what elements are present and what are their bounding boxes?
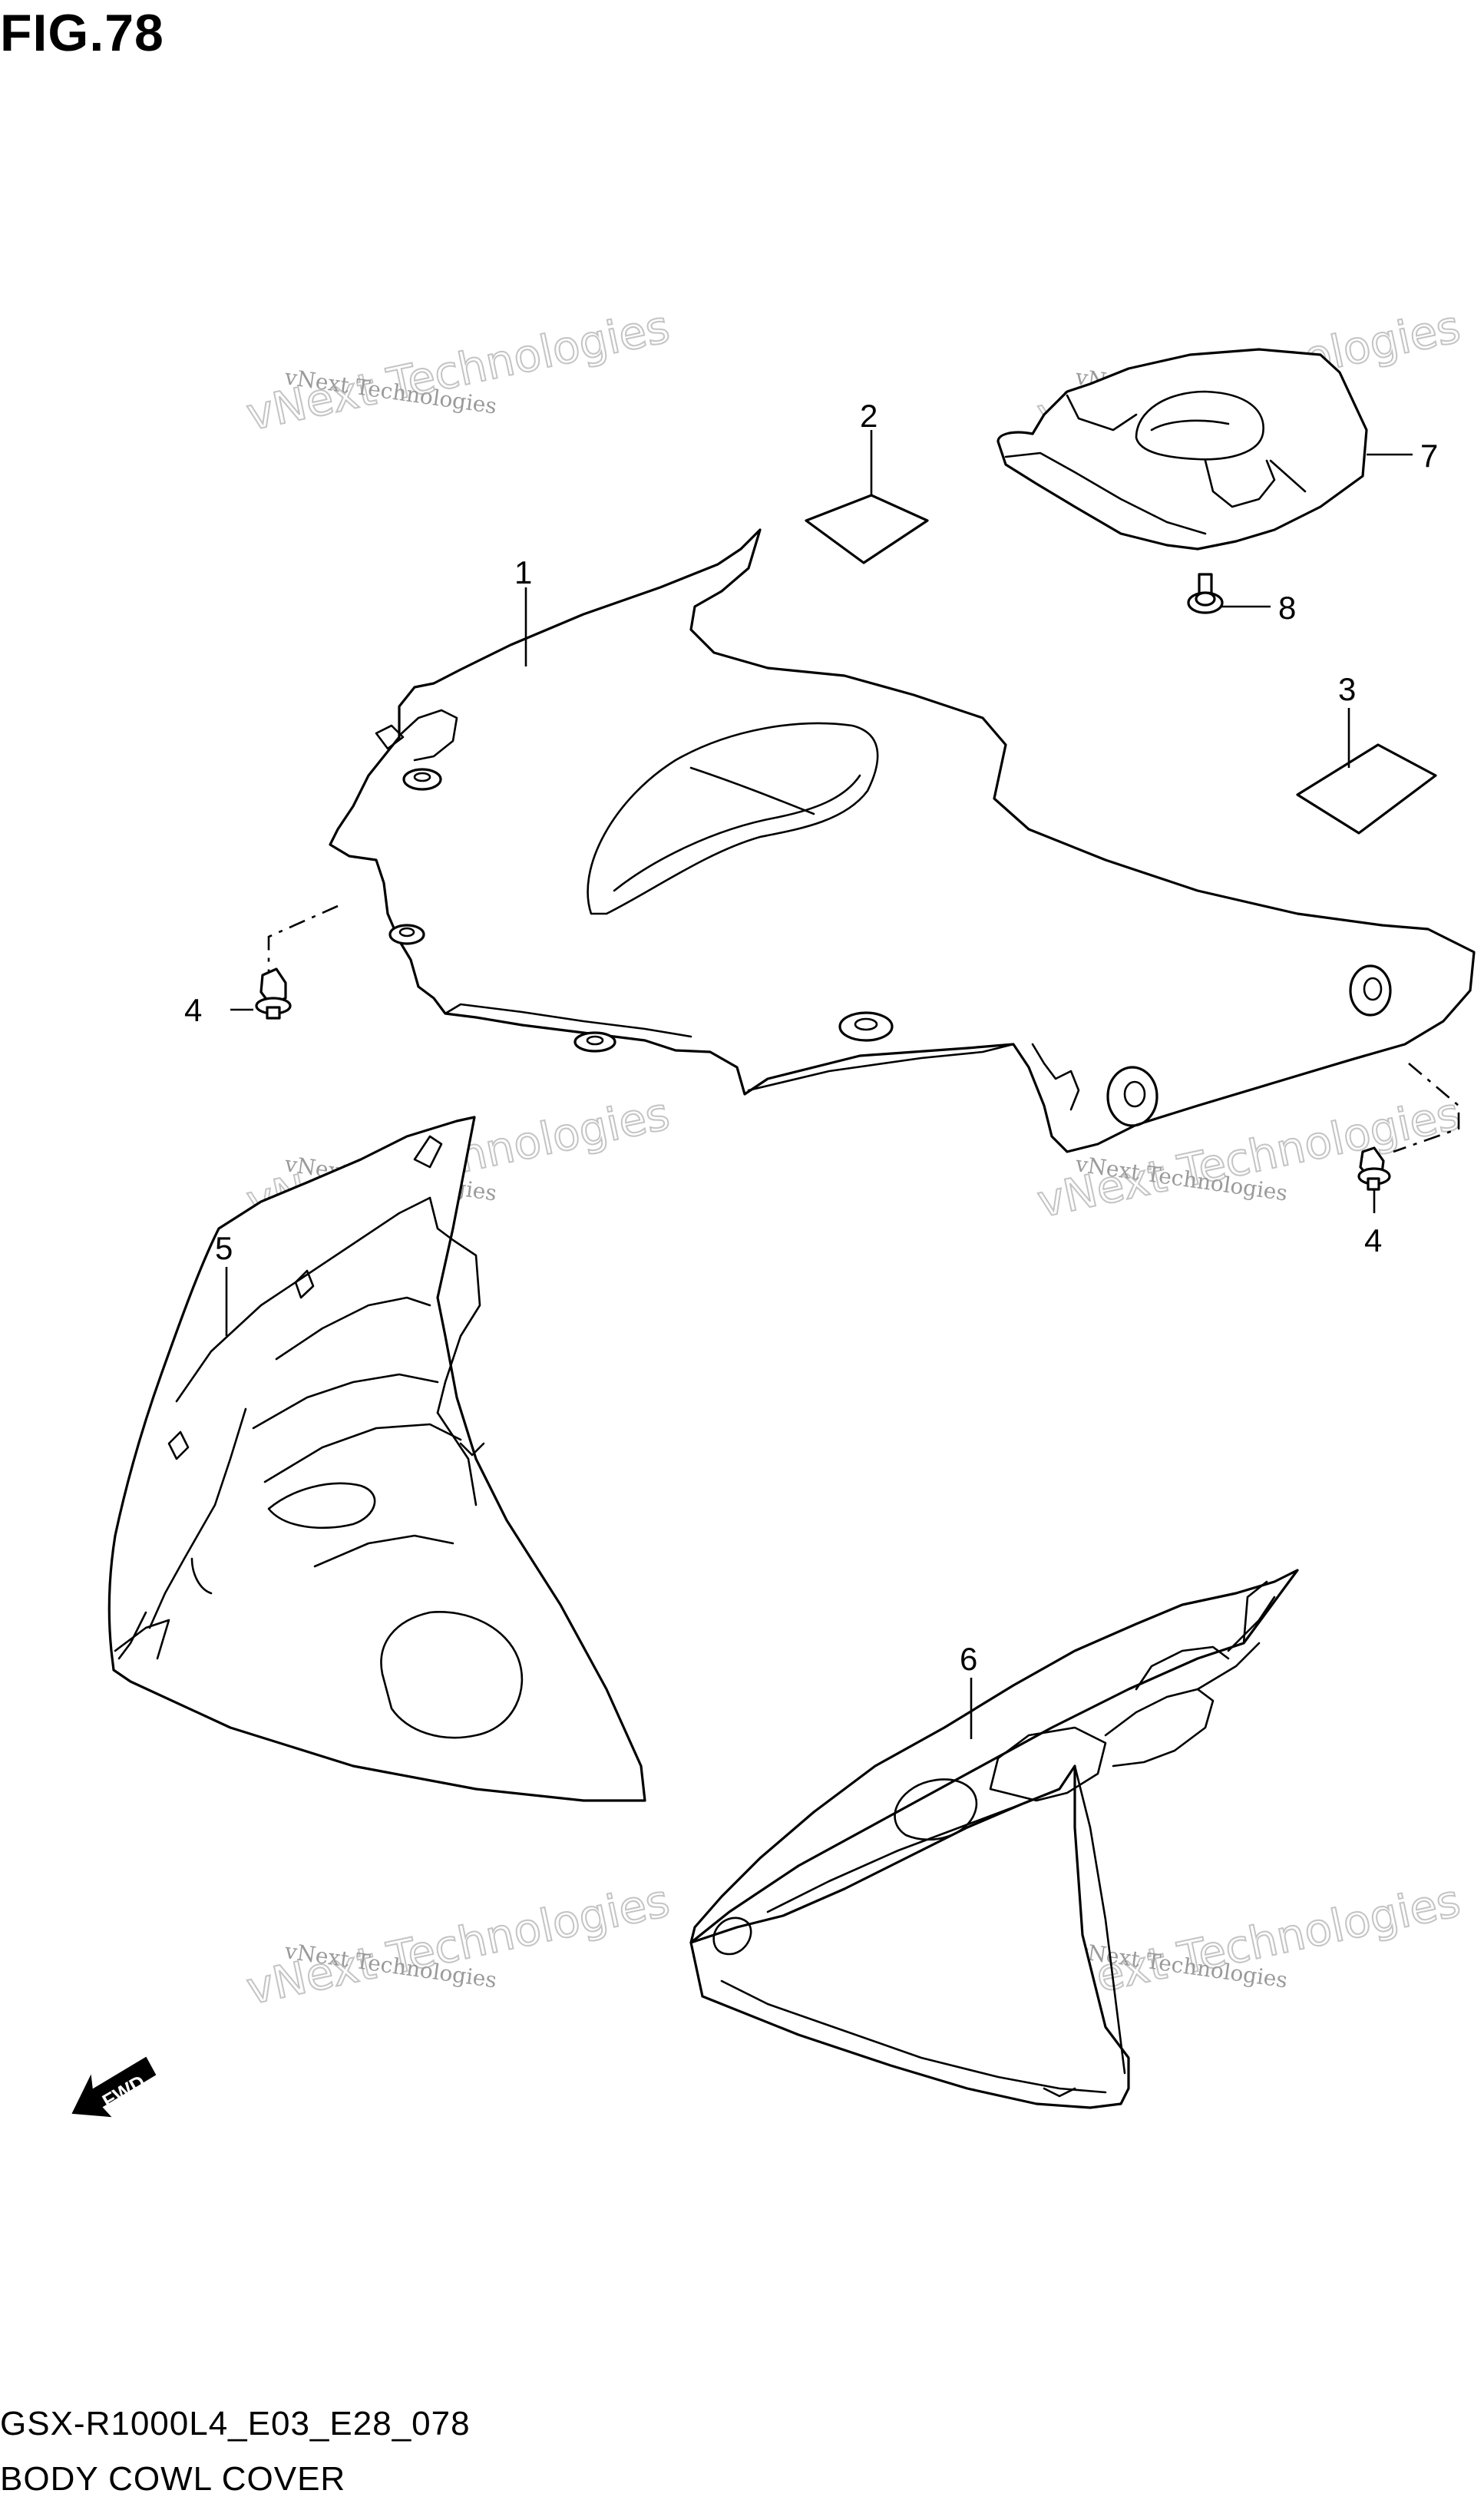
watermark-1: vNext Technologies vNext Technologies — [241, 299, 674, 441]
part-2-pad — [805, 494, 929, 564]
callout-1: 1 — [514, 554, 532, 590]
callout-8: 8 — [1278, 590, 1296, 626]
callout-4-left: 4 — [184, 992, 202, 1028]
watermark-5: vNext Technologies vNext Technologies — [241, 1873, 674, 2016]
callout-labels: 2 1 3 7 8 4 4 5 6 — [184, 398, 1438, 1677]
part-7-upper-cover — [996, 348, 1368, 551]
callout-7: 7 — [1420, 438, 1438, 474]
callout-6: 6 — [960, 1641, 977, 1677]
part-1-body-cowl-cover — [329, 528, 1476, 1153]
figure-title: FIG.78 — [0, 4, 164, 62]
part-4-clip-right — [1357, 1146, 1391, 1191]
diagram-name: BODY COWL COVER — [0, 2460, 346, 2498]
callout-2: 2 — [860, 398, 878, 434]
part-5-inner-cover-left — [107, 1116, 646, 1802]
part-8-screw — [1187, 573, 1224, 614]
callout-3: 3 — [1338, 671, 1356, 707]
part-4-clip-left — [255, 967, 292, 1020]
callout-4-right: 4 — [1364, 1222, 1382, 1258]
diagram-code: GSX-R1000L4_E03_E28_078 — [0, 2405, 471, 2442]
callout-leaders — [225, 430, 1460, 1739]
fwd-arrow-icon: FWD — [71, 2056, 157, 2118]
part-6-inner-cover-right — [689, 1569, 1299, 2109]
part-3-pad — [1296, 743, 1437, 835]
callout-5: 5 — [215, 1230, 233, 1266]
